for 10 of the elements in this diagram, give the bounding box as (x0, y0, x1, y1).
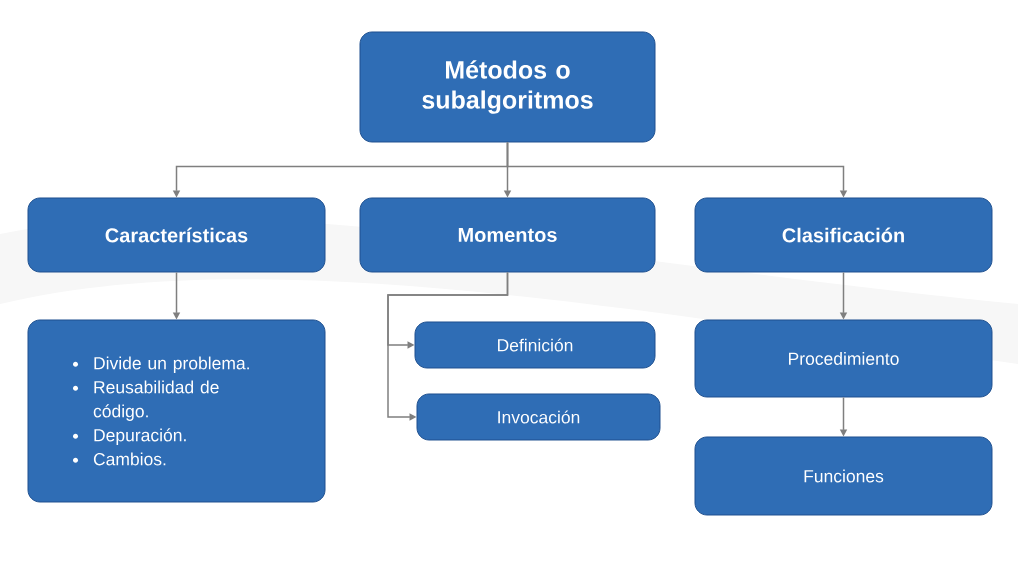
category-box: Clasificación (694, 197, 993, 273)
item-box: Funciones (694, 436, 993, 516)
title-box: Métodos o subalgoritmos (359, 31, 656, 143)
item-box: Procedimiento (694, 319, 993, 398)
category-box: Características (27, 197, 326, 273)
arrow (387, 271, 509, 421)
item-box: Invocación (416, 393, 661, 441)
bullet-list-box: Divide un problema. Reusabilidad de código. Depuración. Cambios. (27, 319, 326, 503)
category-box: Momentos (359, 197, 656, 273)
item-box: Definición (414, 321, 656, 369)
